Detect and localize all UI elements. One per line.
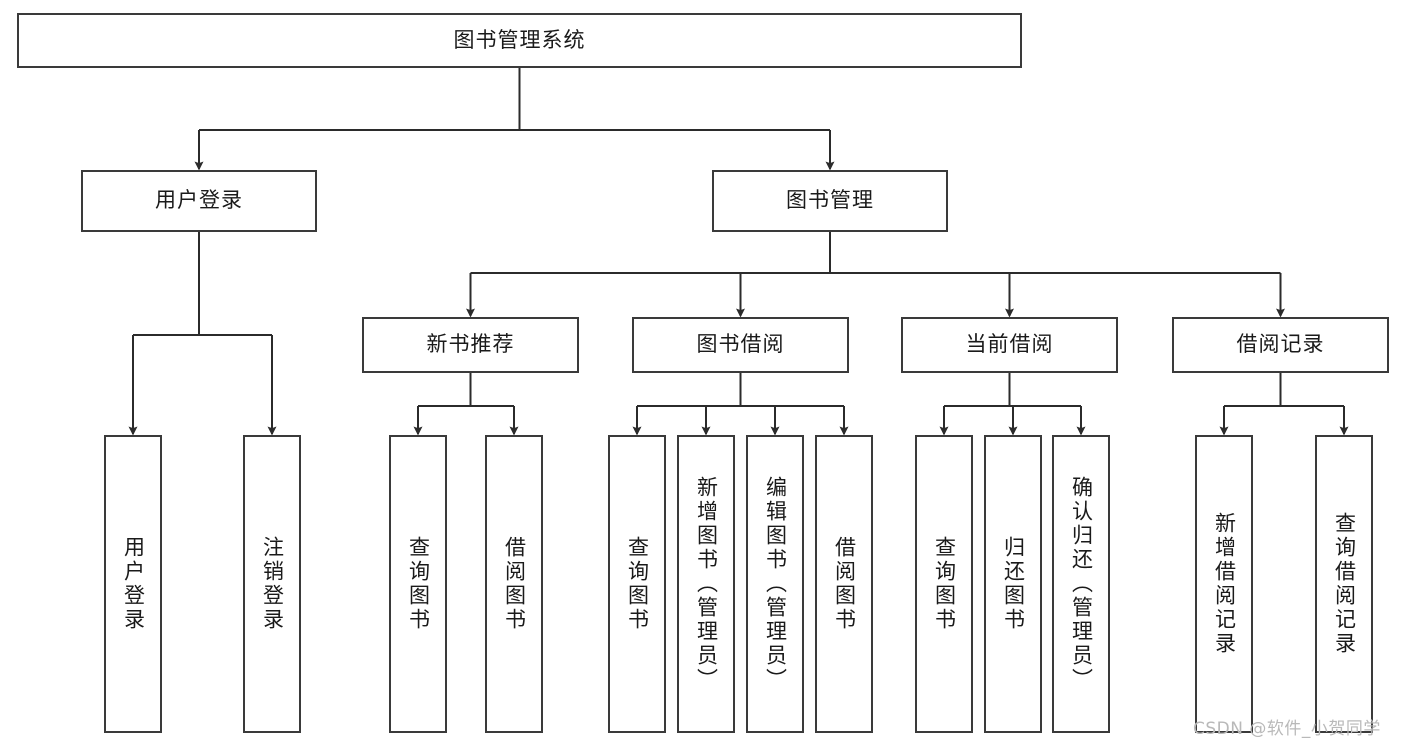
node-l3d[interactable]: 借阅记录 xyxy=(1172,317,1389,373)
node-l2b[interactable]: 图书管理 xyxy=(712,170,948,232)
node-label: 注销登录 xyxy=(260,536,285,632)
node-l3c[interactable]: 当前借阅 xyxy=(901,317,1118,373)
node-label: 借阅图书 xyxy=(502,536,527,632)
node-label: 图书管理 xyxy=(786,188,874,213)
node-f05[interactable]: 查询图书 xyxy=(608,435,666,733)
node-label: 新增图书（管理员） xyxy=(694,476,719,692)
node-f08[interactable]: 借阅图书 xyxy=(815,435,873,733)
node-f09[interactable]: 查询图书 xyxy=(915,435,973,733)
csdn-watermark: CSDN @软件_小贺同学 xyxy=(1193,719,1381,739)
node-label: 图书借阅 xyxy=(696,332,785,357)
node-label: 查询借阅记录 xyxy=(1332,512,1357,656)
node-l2a[interactable]: 用户登录 xyxy=(81,170,317,232)
node-f10[interactable]: 归还图书 xyxy=(984,435,1042,733)
node-label: 查询图书 xyxy=(625,536,650,632)
node-label: 确认归还（管理员） xyxy=(1069,476,1094,692)
node-l3b[interactable]: 图书借阅 xyxy=(632,317,849,373)
node-f11[interactable]: 确认归还（管理员） xyxy=(1052,435,1110,733)
node-label: 图书管理系统 xyxy=(453,27,586,52)
node-label: 新增借阅记录 xyxy=(1212,512,1237,656)
node-f02[interactable]: 注销登录 xyxy=(243,435,301,733)
node-f13[interactable]: 查询借阅记录 xyxy=(1315,435,1373,733)
node-label: 编辑图书（管理员） xyxy=(763,476,788,692)
node-f07[interactable]: 编辑图书（管理员） xyxy=(746,435,804,733)
node-l3a[interactable]: 新书推荐 xyxy=(362,317,579,373)
node-label: 借阅记录 xyxy=(1236,332,1325,357)
node-f01[interactable]: 用户登录 xyxy=(104,435,162,733)
node-label: 用户登录 xyxy=(155,188,243,213)
tree-connectors xyxy=(128,68,1349,436)
node-f04[interactable]: 借阅图书 xyxy=(485,435,543,733)
node-f12[interactable]: 新增借阅记录 xyxy=(1195,435,1253,733)
node-label: 借阅图书 xyxy=(832,536,857,632)
node-label: 查询图书 xyxy=(406,536,431,632)
node-root[interactable]: 图书管理系统 xyxy=(17,13,1022,68)
node-label: 当前借阅 xyxy=(965,332,1054,357)
node-label: 用户登录 xyxy=(121,536,146,632)
node-f03[interactable]: 查询图书 xyxy=(389,435,447,733)
node-label: 归还图书 xyxy=(1001,536,1026,632)
node-f06[interactable]: 新增图书（管理员） xyxy=(677,435,735,733)
node-label: 新书推荐 xyxy=(426,332,515,357)
node-label: 查询图书 xyxy=(932,536,957,632)
